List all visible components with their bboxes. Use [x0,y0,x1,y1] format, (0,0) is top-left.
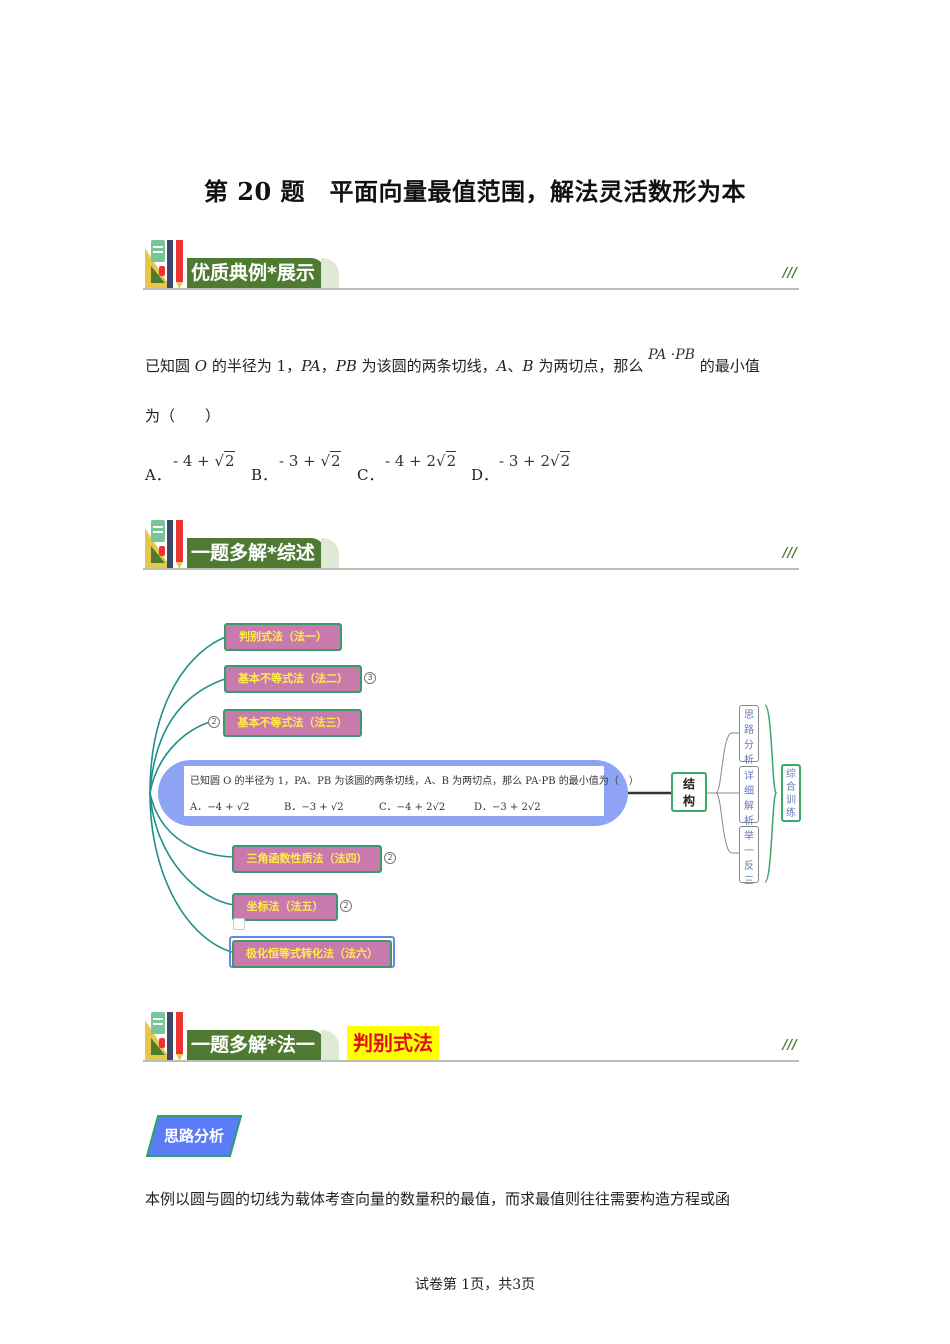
method-node-6[interactable]: 极化恒等式转化法（法六） [232,940,392,968]
branch-label: 思路分析 [744,710,754,766]
stationery-icon [145,1012,183,1061]
branch-node-2[interactable]: 详细解析 [739,766,759,827]
stationery-icon [145,240,183,289]
option-value: - 4 + √2 [173,451,235,470]
dot-product-expression: PA ·PB [648,347,695,363]
text: ， [320,357,336,375]
method-node-2[interactable]: 基本不等式法（法二） [224,665,362,693]
section-banner: 一题多解*综述 [187,538,325,568]
var-PB: PB [335,357,357,375]
section-banner: 一题多解*法一 [187,1030,325,1060]
count-badge: 2 [208,716,220,728]
question-line-2: 为（ ） [145,407,221,425]
section-header-example: 优质典例*展示 /// [143,238,799,292]
text: 为该圆的两条切线， [356,357,497,375]
option-label: B． [251,466,278,484]
text: 的最小值 [694,357,760,375]
section-header-overview: 一题多解*综述 /// [143,518,799,572]
structure-label: 结构 [682,777,695,808]
method-node-3[interactable]: 基本不等式法（法三） [223,709,362,737]
analysis-tag-label: 思路分析 [163,1127,224,1145]
branch-label: 举一反三 [744,831,754,887]
method-node-1[interactable]: 判别式法（法一） [224,623,342,651]
slashes-decoration: /// [782,266,797,281]
divider [143,1060,799,1062]
radicand: 2 [224,451,235,470]
coef: 2 [540,452,551,470]
option-label: D． [471,466,499,484]
method-node-5[interactable]: 坐标法（法五） [232,893,338,921]
center-question-box: 已知圆 O 的半径为 1，PA、PB 为该圆的两条切线，A、B 为两切点，那么 … [184,766,639,816]
banner-tail [321,1030,339,1060]
slashes-decoration: /// [782,546,797,561]
coef: 2 [426,452,437,470]
var-PA: PA [301,357,321,375]
question-line-1: 已知圆 O 的半径为 1，PA，PB 为该圆的两条切线，A、B 为两切点，那么 … [145,347,760,376]
radicand: 2 [330,451,341,470]
radicand: 2 [445,451,457,470]
branch-node-1[interactable]: 思路分析 [739,705,759,766]
analysis-text: 本例以圆与圆的切线为载体考查向量的数量积的最值，而求最值则往往需要构造方程或函 [145,1190,731,1208]
banner-tail [321,538,339,568]
structure-node[interactable]: 结构 [671,772,707,812]
count-badge: 3 [364,672,376,684]
parallelogram-shape [146,1115,242,1157]
var-A: A [496,357,508,375]
center-option-c: C．−4 + 2√2 [379,802,446,813]
collapse-icon[interactable] [233,918,245,930]
analysis-tag: 思路分析 [146,1115,242,1157]
method-node-4[interactable]: 三角函数性质法（法四） [232,845,382,873]
option-value: - 4 + 2√2 [385,451,457,470]
radicand: 2 [559,451,571,470]
branch-node-3[interactable]: 举一反三 [739,826,759,887]
page-title: 第 20 题 平面向量最值范围，解法灵活数形为本 [203,177,747,206]
stationery-icon [145,520,183,569]
text: - 4 + [173,452,215,470]
count-badge: 2 [384,852,396,864]
text: 为两切点，那么 [533,357,649,375]
text: - 4 + [385,452,427,470]
section-header-method1: 一题多解*法一 判别式法 /// [143,1010,799,1064]
banner-tail [321,258,339,288]
divider [143,568,799,570]
text: 的半径为 1， [207,357,302,375]
option-label: C． [357,466,384,484]
option-value: - 3 + √2 [279,451,341,470]
center-option-d: D．−3 + 2√2 [474,802,541,813]
text: - 3 + [279,452,321,470]
branch-label: 详细解析 [744,771,754,827]
text: 已知圆 [145,357,195,375]
center-option-a: A．−4 + √2 [190,802,250,813]
method-tag: 判别式法 [347,1026,439,1060]
divider [143,288,799,290]
var-B: B [522,357,534,375]
option-value: - 3 + 2√2 [499,451,571,470]
combined-label: 综合训练 [786,769,796,819]
page-footer: 试卷第 1页，共3页 [414,1277,536,1293]
text: - 3 + [499,452,541,470]
combined-training-node[interactable]: 综合训练 [781,764,801,822]
option-label: A． [145,466,171,484]
section-banner: 优质典例*展示 [187,258,325,288]
var-O: O [194,357,208,375]
center-option-b: B．−3 + √2 [284,802,344,813]
count-badge: 2 [340,900,352,912]
slashes-decoration: /// [782,1038,797,1053]
text: 、 [507,357,523,375]
center-question: 已知圆 O 的半径为 1，PA、PB 为该圆的两条切线，A、B 为两切点，那么 … [190,776,639,787]
